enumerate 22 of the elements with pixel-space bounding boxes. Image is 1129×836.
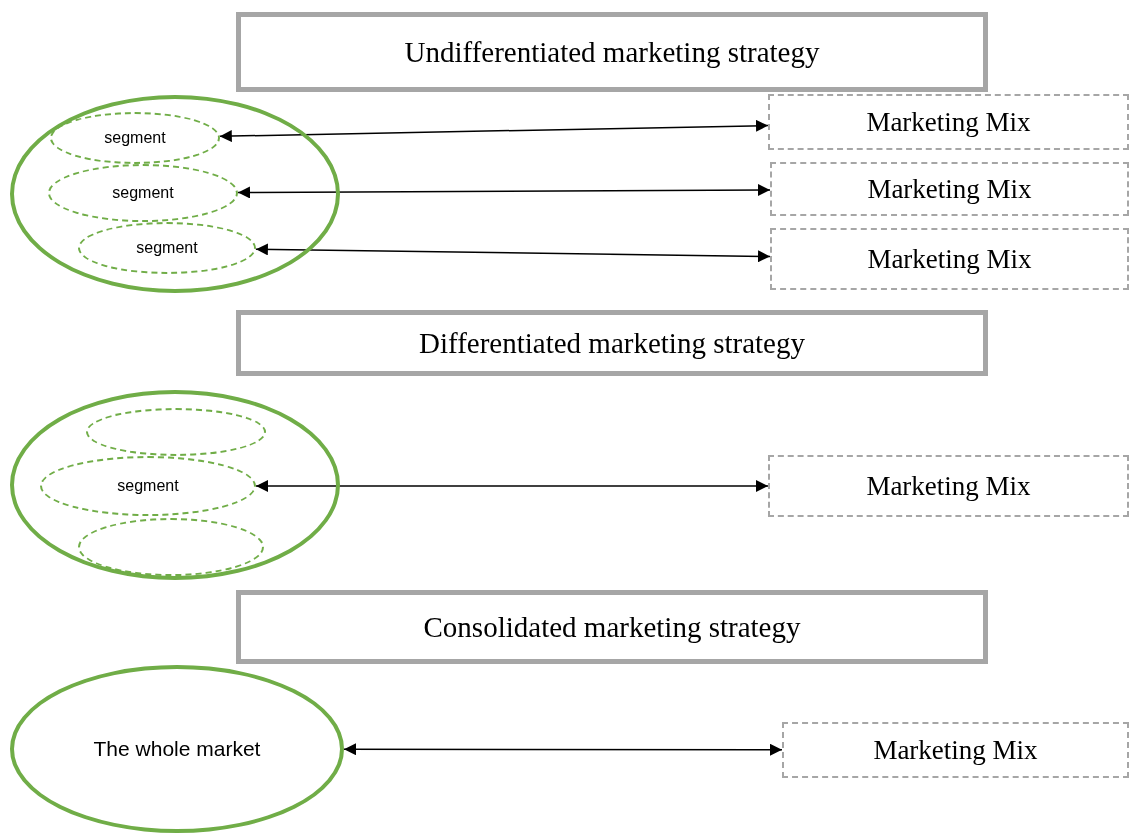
double-arrow (219, 119, 769, 143)
double-arrow (255, 243, 771, 263)
double-arrow (343, 743, 783, 756)
segment-oval: segment (48, 164, 238, 222)
strategy-box: Consolidated marketing strategy (236, 590, 988, 664)
segment-oval (78, 518, 264, 576)
marketing-mix-box: Marketing Mix (770, 228, 1129, 290)
double-arrow (237, 183, 771, 199)
marketing-mix-box: Marketing Mix (782, 722, 1129, 778)
marketing-mix-box: Marketing Mix (768, 94, 1129, 150)
double-arrow (255, 480, 769, 492)
strategy-box: Undifferentiated marketing strategy (236, 12, 988, 92)
market-oval (10, 95, 340, 293)
segment-oval (86, 408, 266, 456)
strategy-box: Differentiated marketing strategy (236, 310, 988, 376)
segment-oval: segment (50, 112, 220, 164)
segment-oval: segment (78, 222, 256, 274)
market-oval: The whole market (10, 665, 344, 833)
segment-oval: segment (40, 456, 256, 516)
market-oval (10, 390, 340, 580)
marketing-mix-box: Marketing Mix (768, 455, 1129, 517)
marketing-mix-box: Marketing Mix (770, 162, 1129, 216)
